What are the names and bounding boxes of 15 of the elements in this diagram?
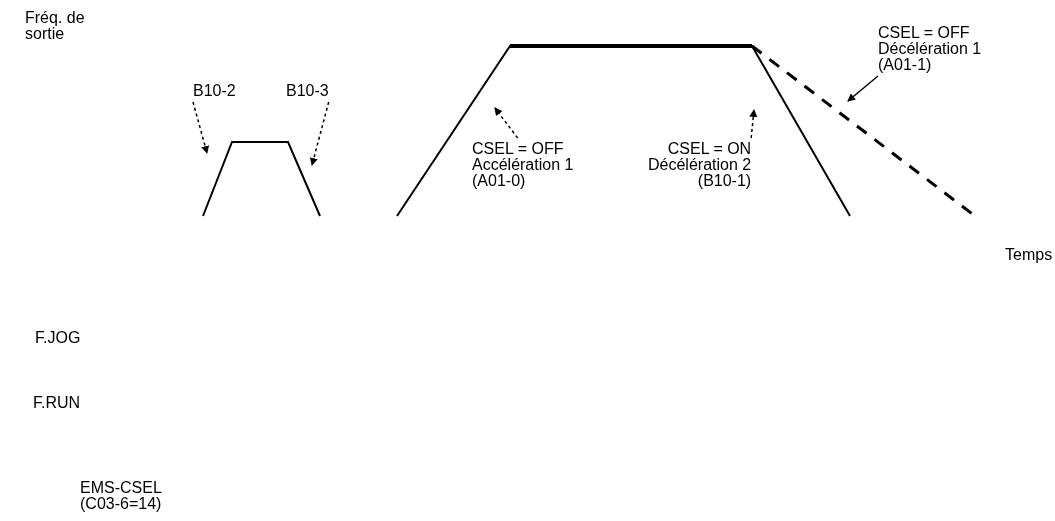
signal-label: F.RUN — [33, 395, 82, 411]
axis-label: Fréq. de sortie — [25, 10, 86, 42]
signal-label: F.JOG — [35, 330, 82, 346]
leader-line — [309, 101, 330, 166]
leader-line — [749, 109, 758, 139]
callout-label: B10-2 — [193, 83, 236, 99]
leader-line — [847, 75, 879, 102]
callout-label: B10-3 — [286, 83, 329, 99]
leader-line — [192, 101, 209, 154]
callout-label: CSEL = OFF Décélération 1 (A01-1) — [878, 25, 982, 73]
axis-label: Temps — [1005, 247, 1054, 263]
leader-line — [494, 107, 519, 139]
signal-label: EMS-CSEL (C03-6=14) — [80, 480, 163, 512]
callout-label: CSEL = ON Décélération 2 (B10-1) — [648, 141, 752, 189]
callout-label: CSEL = OFF Accélération 1 (A01-0) — [472, 141, 574, 189]
